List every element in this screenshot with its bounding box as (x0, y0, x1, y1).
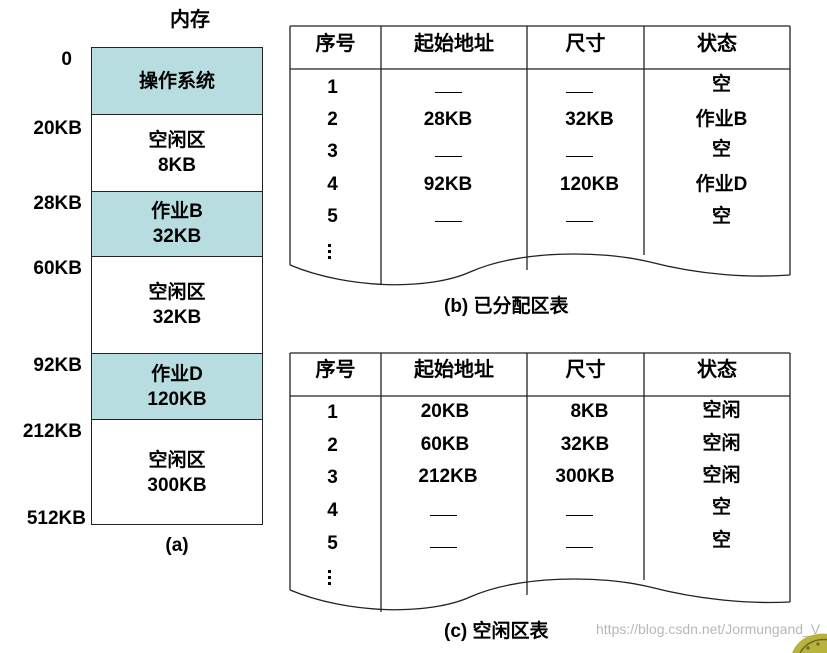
table-cell: 32KB (565, 109, 614, 130)
address-label: 0 (61, 49, 72, 70)
memory-block-size: 32KB (152, 307, 202, 328)
memory-block-label: 作业B (151, 201, 203, 222)
table-cell: 300KB (555, 466, 615, 487)
table-header: 状态 (697, 33, 737, 55)
table-cell: 1 (327, 402, 338, 423)
watermark-text: https://blog.csdn.net/Jormungand_V (596, 621, 821, 637)
table-cell: 212KB (418, 466, 478, 487)
table-cell: 5 (327, 533, 338, 554)
table-cell: 3 (327, 467, 338, 488)
empty-dash (527, 210, 631, 232)
table-cell: 空 (711, 530, 731, 551)
table-cell: 空闲 (702, 433, 741, 454)
memory-block-size: 300KB (147, 475, 207, 496)
table-cell: 2 (327, 435, 338, 456)
address-label: 60KB (33, 258, 82, 279)
empty-dash (381, 81, 515, 103)
address-label: 212KB (22, 421, 82, 442)
table-cell: 28KB (423, 109, 473, 130)
table-cell: 92KB (423, 174, 473, 195)
address-label: 512KB (26, 508, 86, 529)
memory-block-size: 32KB (152, 226, 202, 247)
memory-block-free: 空闲区 8KB (92, 114, 262, 191)
memory-block-job-d: 作业D 120KB (92, 353, 262, 419)
memory-block-label: 操作系统 (138, 70, 215, 92)
table-cell: 空闲 (702, 465, 741, 486)
empty-dash (381, 145, 515, 167)
allocated-table-caption: (b) 已分配区表 (444, 296, 569, 317)
table-cell: 4 (327, 500, 338, 521)
free-table-caption: (c) 空闲区表 (444, 621, 549, 642)
table-cell: 4 (327, 174, 338, 195)
memory-block-label: 空闲区 (148, 130, 206, 151)
table-cell: 5 (327, 206, 338, 227)
table-header: 序号 (315, 33, 356, 55)
table-cell: 作业B (695, 109, 748, 130)
memory-block-label: 空闲区 (148, 282, 206, 303)
decorative-leaf-icon (792, 633, 827, 653)
address-label: 92KB (33, 355, 82, 376)
continuation-dots (328, 244, 332, 262)
table-cell: 60KB (420, 434, 470, 455)
table-cell: 空 (711, 139, 731, 160)
empty-dash (381, 210, 515, 232)
table-cell: 120KB (559, 174, 620, 195)
memory-block-free: 空闲区 32KB (92, 256, 262, 353)
table-header: 尺寸 (565, 33, 606, 55)
table-cell: 20KB (420, 401, 470, 422)
address-label: 20KB (33, 118, 82, 139)
memory-title: 内存 (170, 9, 210, 31)
empty-dash (381, 504, 505, 526)
continuation-dots (328, 570, 332, 588)
table-cell: 空 (711, 74, 731, 95)
table-header: 序号 (315, 359, 356, 381)
memory-block-label: 空闲区 (148, 450, 206, 471)
memory-caption: (a) (165, 535, 189, 556)
empty-dash (381, 536, 505, 558)
table-header: 起始地址 (414, 33, 494, 55)
table-header: 尺寸 (565, 359, 606, 381)
memory-block-size: 120KB (147, 388, 207, 410)
table-cell: 空 (711, 206, 731, 227)
table-cell: 1 (327, 77, 338, 98)
empty-dash (527, 81, 631, 103)
table-cell: 作业D (695, 174, 748, 195)
address-label: 28KB (33, 193, 82, 214)
memory-block-label: 作业D (151, 363, 203, 385)
empty-dash (527, 145, 631, 167)
table-cell: 空闲 (702, 400, 741, 421)
table-header: 起始地址 (414, 359, 494, 381)
table-cell: 空 (711, 497, 731, 518)
memory-block-free: 空闲区 300KB (92, 419, 262, 526)
memory-block-job-b: 作业B 32KB (92, 191, 262, 256)
table-cell: 3 (327, 141, 338, 162)
empty-dash (527, 536, 631, 558)
memory-block-size: 8KB (157, 155, 196, 176)
table-header: 状态 (697, 359, 737, 381)
empty-dash (527, 504, 631, 526)
table-cell: 32KB (560, 434, 610, 455)
table-cell: 8KB (570, 401, 609, 422)
memory-block-os: 操作系统 (92, 48, 262, 114)
table-cell: 2 (327, 109, 338, 130)
memory-column: 操作系统 空闲区 8KB 作业B 32KB 空闲区 32KB 作业D 120KB… (91, 47, 263, 525)
